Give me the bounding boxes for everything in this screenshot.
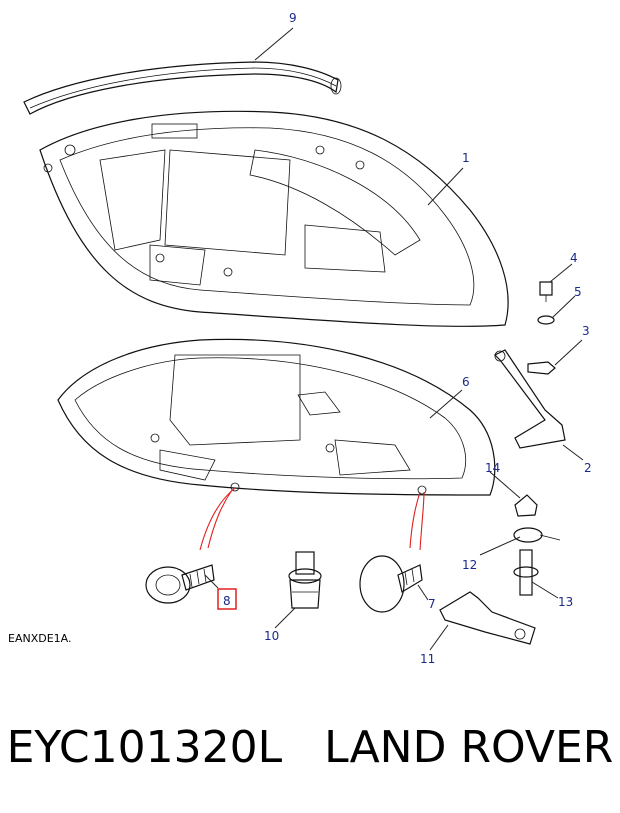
callout-14: 14 — [485, 461, 500, 475]
insulation-pad — [57, 338, 496, 496]
callout-5: 5 — [574, 285, 582, 299]
callout-7: 7 — [428, 597, 436, 611]
part-number: EYC101320L — [6, 722, 283, 773]
exploded-parts-diagram: 9 1 4 5 3 6 2 14 12 13 7 11 10 8 EANXDE1… — [8, 11, 592, 666]
callout-8-highlight-box — [217, 588, 237, 610]
bumper-stop-assembly — [513, 494, 561, 596]
callout-9: 9 — [289, 11, 297, 25]
callout-12: 12 — [462, 558, 477, 572]
callout-11: 11 — [420, 652, 435, 666]
push-pin-7 — [359, 555, 423, 613]
diagram-reference-code: EANXDE1A. — [8, 632, 72, 645]
callout-8: 8 — [223, 594, 231, 608]
hood-seal-strip — [23, 61, 342, 115]
brand-name: LAND ROVER — [324, 722, 614, 773]
callout-3: 3 — [582, 324, 590, 338]
fastener-10 — [288, 551, 322, 609]
callout-13: 13 — [558, 595, 573, 609]
callout-10: 10 — [264, 629, 279, 643]
product-caption: EYC101320L LAND ROVER — [0, 718, 620, 778]
highlight-lines — [199, 487, 425, 551]
callout-6: 6 — [462, 375, 470, 389]
callout-4: 4 — [570, 251, 578, 265]
callout-2: 2 — [584, 461, 592, 475]
hood-panel — [39, 110, 509, 327]
leader-lines — [204, 27, 584, 651]
callout-1: 1 — [462, 151, 470, 165]
catch-plate — [439, 591, 536, 645]
push-clip-8 — [145, 564, 215, 604]
hood-hinge — [493, 281, 566, 449]
